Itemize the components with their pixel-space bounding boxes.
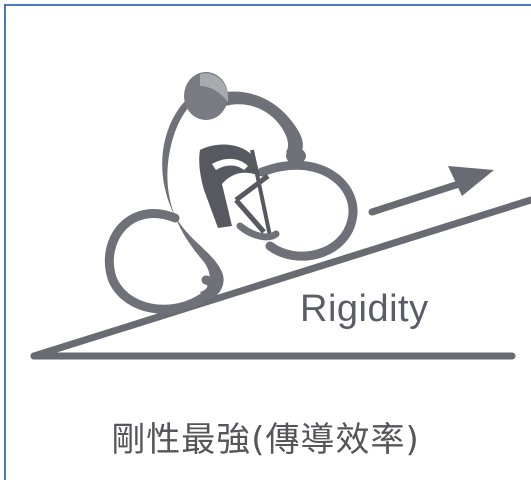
cyclist-climbing-icon [104, 72, 358, 314]
upward-arrow-icon [368, 166, 494, 216]
rigidity-illustration [30, 72, 531, 360]
rigidity-label: Rigidity [300, 288, 429, 330]
figure-caption: 剛性最強(傳導效率) [111, 420, 420, 460]
panel-border-left [4, 4, 6, 480]
slope-wedge [30, 196, 531, 360]
incline-line [30, 196, 531, 360]
panel-border-top [4, 4, 531, 6]
